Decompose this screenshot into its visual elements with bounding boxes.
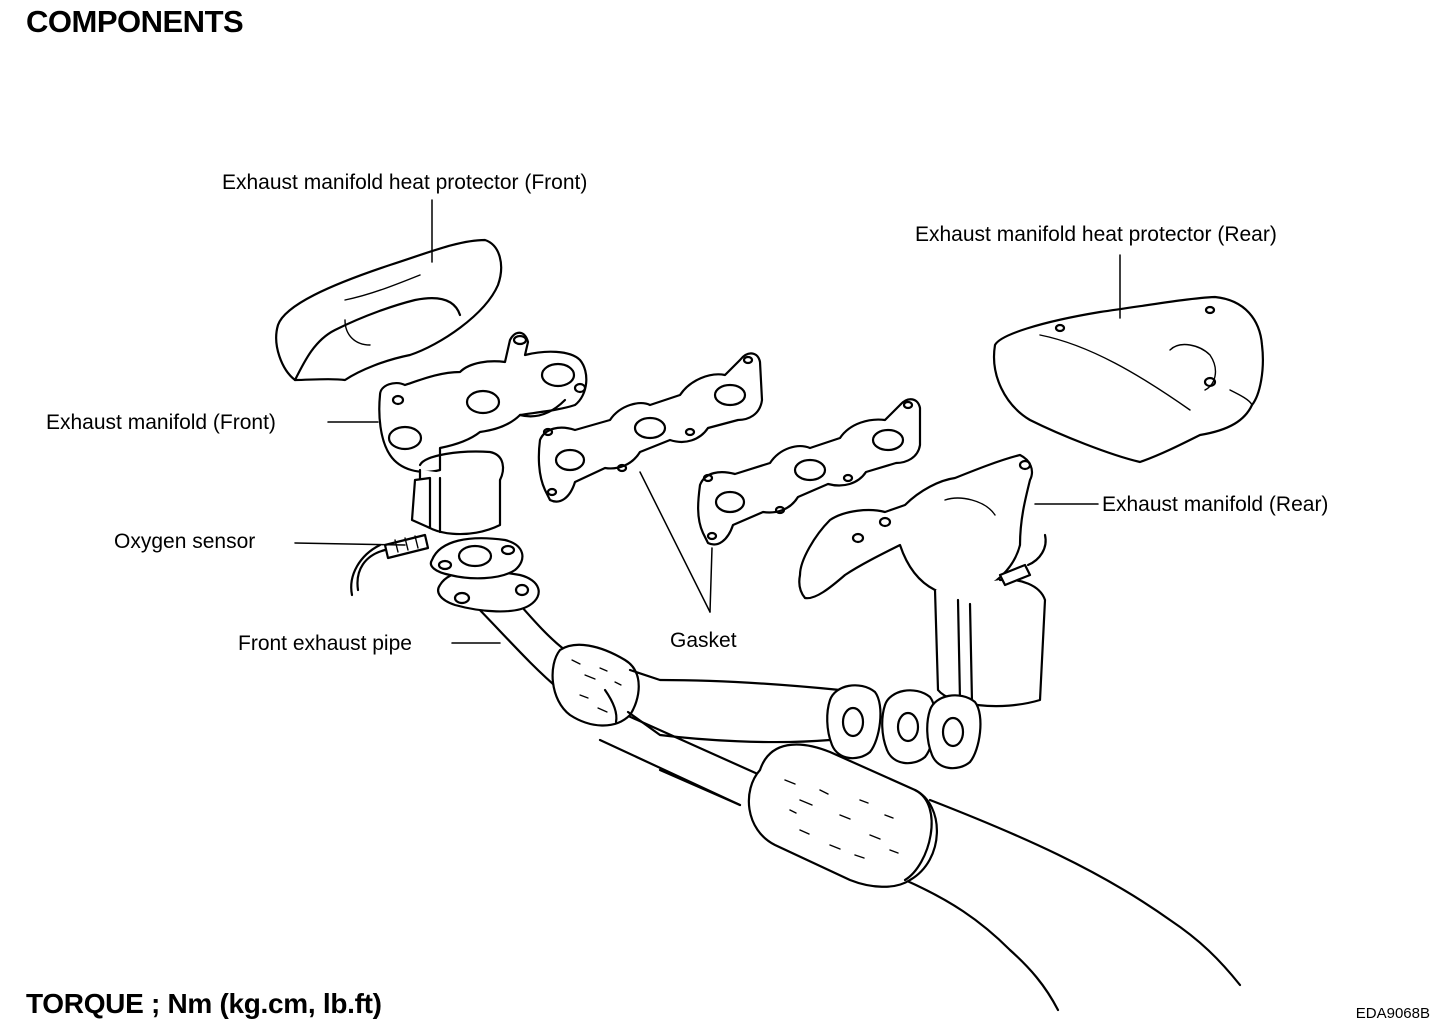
- figure-code: EDA9068B: [1355, 1005, 1430, 1022]
- label-oxygen-sensor: Oxygen sensor: [114, 530, 256, 553]
- front-pipe-flange: [429, 537, 540, 613]
- rear-heat-protector: [992, 295, 1264, 464]
- label-heat-protector-rear: Exhaust manifold heat protector (Rear): [915, 223, 1277, 246]
- rear-pipe-flanges: [826, 684, 982, 770]
- gasket-rear: [697, 398, 922, 546]
- label-manifold-front: Exhaust manifold (Front): [46, 411, 276, 434]
- oxygen-sensor: [350, 533, 430, 597]
- label-manifold-rear: Exhaust manifold (Rear): [1102, 493, 1329, 516]
- torque-units: TORQUE ; Nm (kg.cm, lb.ft): [26, 988, 382, 1019]
- leader-lines: [294, 199, 1121, 644]
- label-heat-protector-front: Exhaust manifold heat protector (Front): [222, 171, 588, 194]
- front-exhaust-pipe: [468, 586, 842, 744]
- label-gasket: Gasket: [670, 629, 737, 652]
- gasket-front: [537, 352, 764, 503]
- resonator: [747, 743, 938, 888]
- label-front-exhaust-pipe: Front exhaust pipe: [238, 632, 412, 655]
- front-heat-protector: [275, 238, 503, 382]
- page-title: COMPONENTS: [26, 4, 244, 39]
- front-manifold: [378, 331, 588, 536]
- rear-manifold: [798, 453, 1047, 708]
